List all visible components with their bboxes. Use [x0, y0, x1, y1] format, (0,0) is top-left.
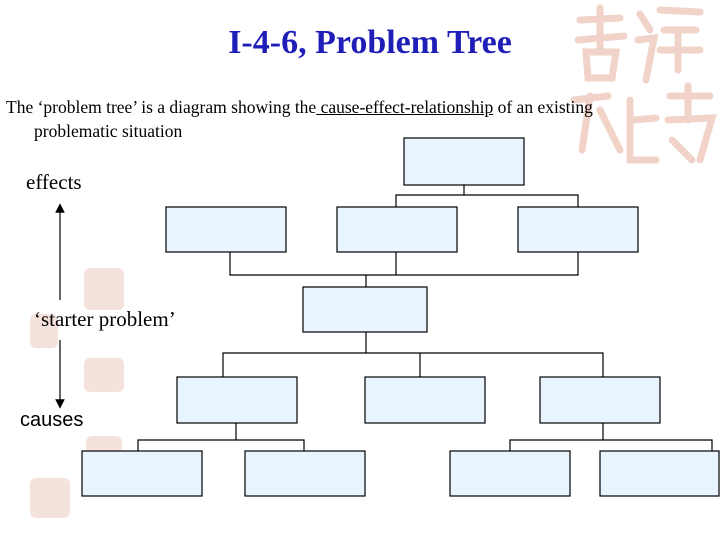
sub-cause-box [81, 450, 203, 497]
stamp-decoration [84, 268, 124, 310]
stamp-decoration [86, 436, 122, 454]
connector-line [229, 252, 579, 276]
sub-cause-box [244, 450, 366, 497]
effect-box [165, 206, 287, 253]
causes-label: causes [20, 409, 84, 431]
connector-line [395, 194, 579, 207]
intro-text-underlined: cause-effect-relationship [316, 97, 494, 117]
connector-line [509, 439, 713, 451]
sub-cause-box [449, 450, 571, 497]
effects-label: effects [26, 170, 82, 194]
stamp-decoration [30, 478, 70, 518]
connector-line [222, 352, 604, 377]
stamp-decoration [30, 314, 58, 348]
intro-text-end: of an existing [493, 97, 593, 117]
cause-box [364, 376, 486, 424]
connector-line [137, 439, 305, 451]
starter-problem-box [302, 286, 428, 333]
stamp-decoration [84, 358, 124, 392]
intro-text: The ‘problem tree’ is a diagram showing … [6, 95, 706, 143]
sub-cause-box [599, 450, 720, 497]
effect-box [517, 206, 639, 253]
intro-text-start: The ‘problem tree’ is a diagram showing … [6, 97, 317, 117]
top-effect-box [403, 137, 525, 186]
effect-box [336, 206, 458, 253]
cause-box [176, 376, 298, 424]
calligraphy-watermark [570, 4, 717, 164]
cause-box [539, 376, 661, 424]
page-title: I-4-6, Problem Tree [228, 24, 512, 61]
starter-problem-label: ‘starter problem’ [34, 307, 176, 331]
intro-text-line2: problematic situation [34, 121, 183, 141]
